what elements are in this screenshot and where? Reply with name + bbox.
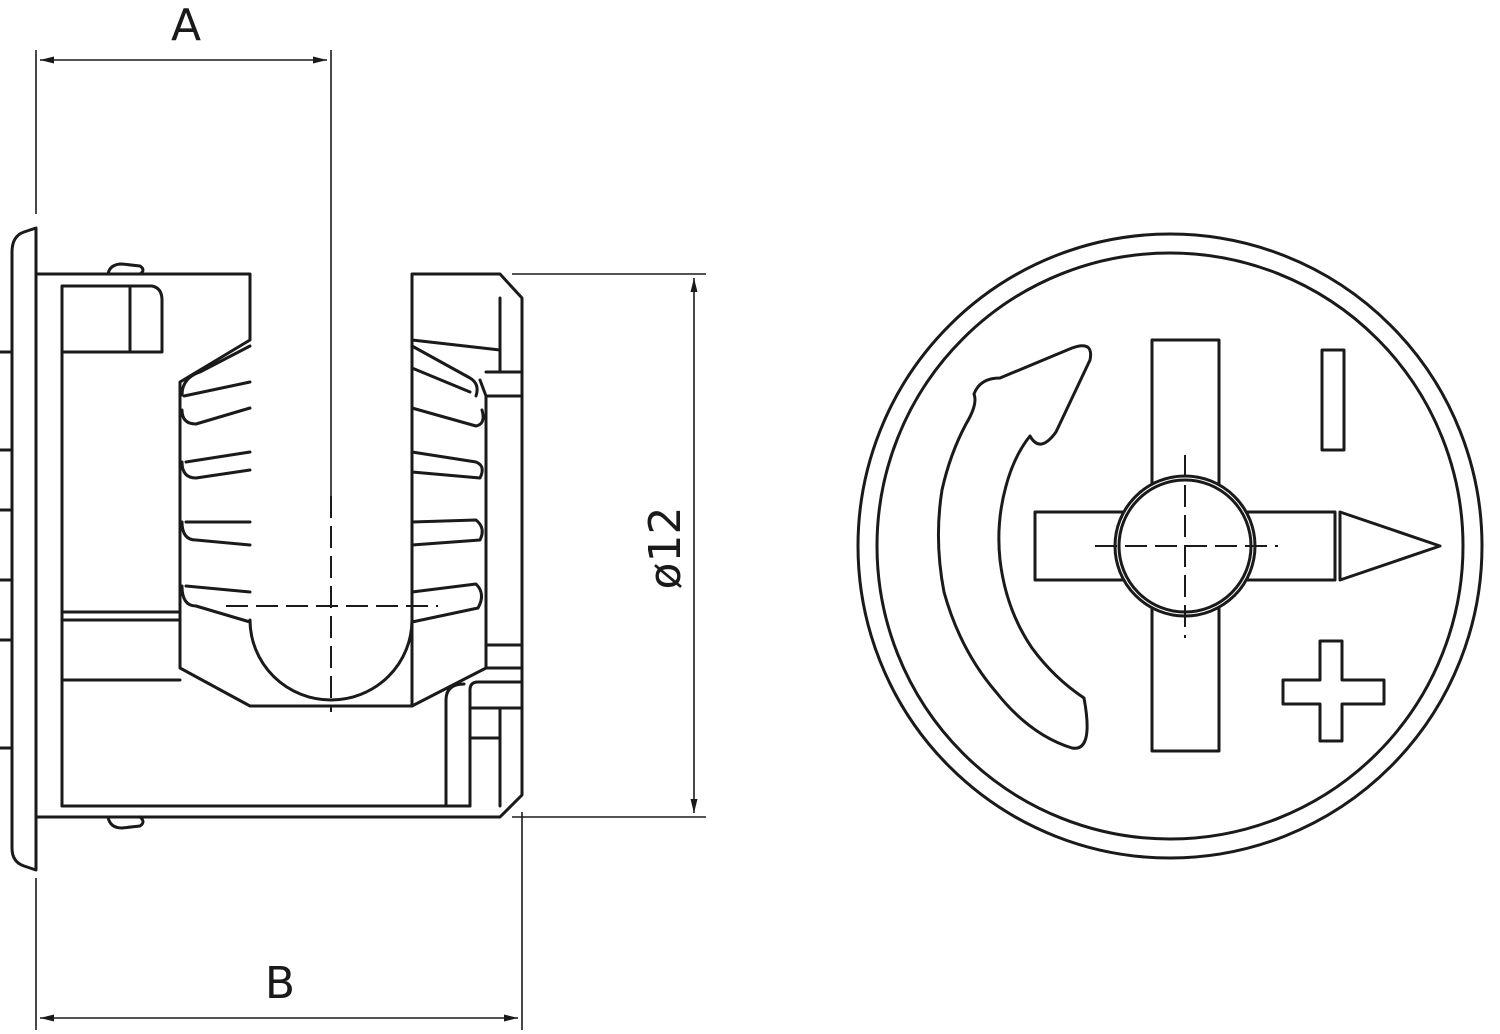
- rotation-arrow-icon: [936, 344, 1093, 750]
- inner-rim: [875, 251, 1465, 841]
- plus-sign-icon: [1281, 639, 1386, 743]
- pointer-arrow-icon: [1338, 510, 1442, 582]
- ribs-right: [410, 344, 488, 708]
- dimension-a-label: A: [171, 0, 201, 51]
- u-slot: [248, 618, 414, 702]
- top-left-pocket: [60, 284, 164, 354]
- bottom-right-pocket: [468, 680, 524, 808]
- dimension-b: B: [35, 812, 523, 1030]
- dimension-a: A: [35, 0, 332, 496]
- side-view: [0, 226, 524, 872]
- dimension-diameter-label: ø12: [640, 507, 691, 590]
- front-view: [856, 232, 1484, 860]
- dimension-diameter: ø12: [512, 273, 706, 818]
- outer-rim: [856, 232, 1484, 860]
- bottom-tab: [106, 815, 145, 830]
- top-tab: [106, 262, 145, 276]
- ribs-left: [180, 344, 252, 624]
- body-outline: [34, 272, 524, 819]
- flange: [10, 226, 38, 872]
- minus-sign-icon: [1320, 348, 1346, 452]
- dimension-b-label: B: [265, 958, 295, 1009]
